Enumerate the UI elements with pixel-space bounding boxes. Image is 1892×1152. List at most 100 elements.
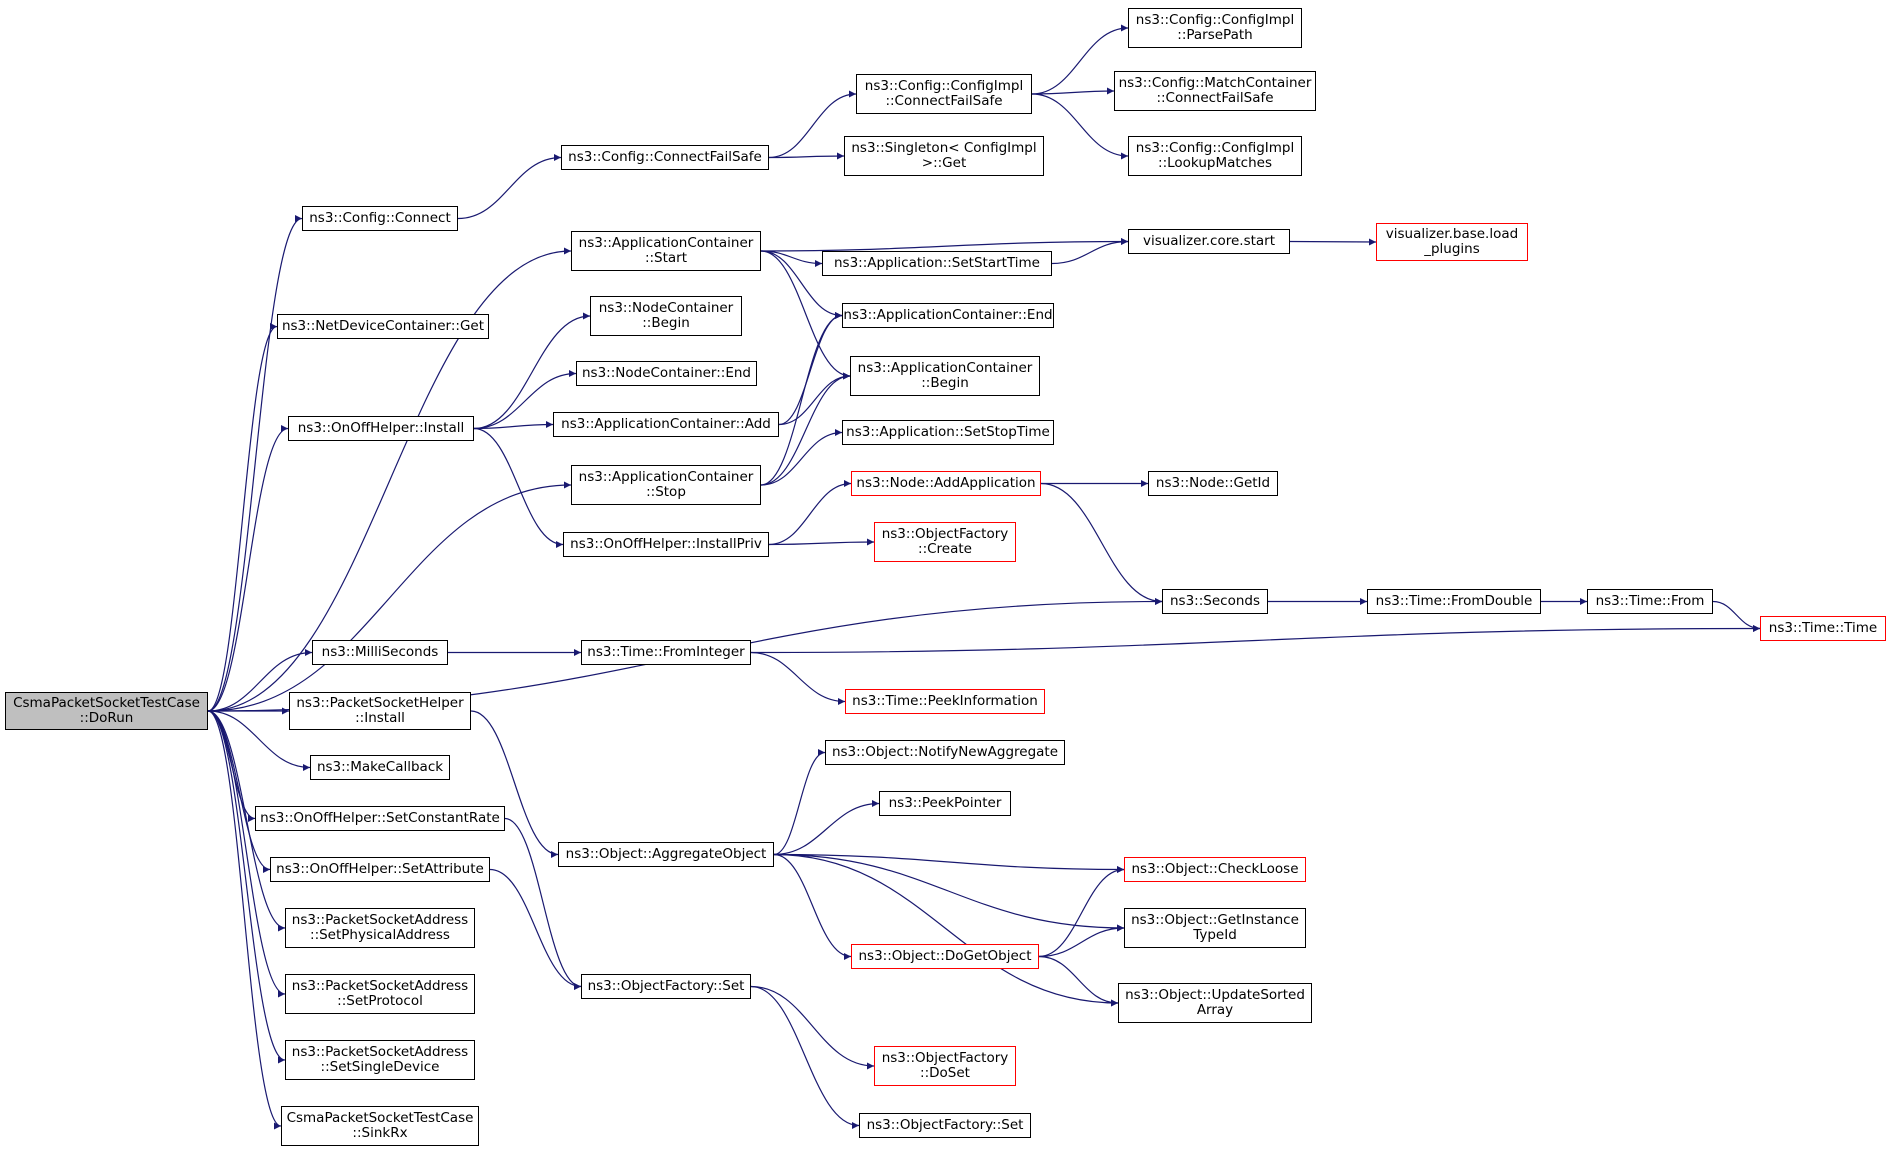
- edge-root-to-sinkrx: [207, 710, 282, 1130]
- edge-aggregate-to-checkloose: [773, 853, 1125, 873]
- node-millis[interactable]: ns3::MilliSeconds: [312, 640, 448, 665]
- node-label: ns3::ApplicationContainer: [578, 235, 754, 251]
- node-netdevice-get[interactable]: ns3::NetDeviceContainer::Get: [277, 314, 489, 339]
- node-label: _plugins: [1424, 241, 1480, 257]
- node-lookup[interactable]: ns3::Config::ConfigImpl::LookupMatches: [1128, 136, 1302, 176]
- node-label: ns3::MilliSeconds: [321, 644, 439, 660]
- node-setprotocol[interactable]: ns3::PacketSocketAddress::SetProtocol: [285, 974, 475, 1014]
- node-setconstantrate[interactable]: ns3::OnOffHelper::SetConstantRate: [255, 806, 505, 831]
- node-addapplication[interactable]: ns3::Node::AddApplication: [851, 471, 1041, 496]
- node-cfgimpl-cfs[interactable]: ns3::Config::ConfigImpl::ConnectFailSafe: [856, 74, 1032, 114]
- node-label: ns3::MakeCallback: [316, 759, 444, 775]
- node-label: ns3::PacketSocketHelper: [296, 695, 464, 711]
- node-label: ns3::Object::UpdateSorted: [1125, 987, 1305, 1003]
- edge-app-start-to-viz-start: [760, 238, 1129, 252]
- node-app-start[interactable]: ns3::ApplicationContainer::Start: [571, 231, 761, 271]
- node-label: ns3::Singleton< ConfigImpl: [851, 140, 1037, 156]
- node-nc-end[interactable]: ns3::NodeContainer::End: [576, 361, 757, 386]
- node-label: ns3::Object::NotifyNewAggregate: [831, 744, 1059, 760]
- edge-root-to-config-connect: [207, 215, 303, 712]
- edge-cfgimpl-cfs-to-parsepath: [1031, 24, 1129, 95]
- node-label: ns3::Config::ConfigImpl: [1135, 12, 1295, 28]
- node-dogetobject[interactable]: ns3::Object::DoGetObject: [851, 944, 1039, 969]
- node-aggregate[interactable]: ns3::Object::AggregateObject: [558, 842, 774, 867]
- node-label: ns3::Object::GetInstance: [1131, 912, 1299, 928]
- node-label: TypeId: [1193, 927, 1237, 943]
- node-app-end[interactable]: ns3::ApplicationContainer::End: [842, 303, 1054, 328]
- node-app-add[interactable]: ns3::ApplicationContainer::Add: [553, 412, 779, 437]
- node-viz-start[interactable]: visualizer.core.start: [1128, 229, 1290, 254]
- node-fromdouble[interactable]: ns3::Time::FromDouble: [1367, 589, 1541, 614]
- node-onoff-install[interactable]: ns3::OnOffHelper::Install: [288, 416, 474, 441]
- node-time-from[interactable]: ns3::Time::From: [1587, 589, 1713, 614]
- node-label: ns3::Node::AddApplication: [856, 475, 1036, 491]
- node-singleton-get[interactable]: ns3::Singleton< ConfigImpl >::Get: [844, 136, 1044, 176]
- node-label: ns3::PeekPointer: [888, 795, 1002, 811]
- node-connectfailsafe[interactable]: ns3::Config::ConnectFailSafe: [561, 145, 769, 170]
- node-label: ::DoRun: [79, 710, 134, 726]
- node-setattribute[interactable]: ns3::OnOffHelper::SetAttribute: [270, 857, 490, 882]
- node-label: Array: [1196, 1002, 1234, 1018]
- edge-app-add-to-app-end: [778, 312, 843, 426]
- node-installpriv[interactable]: ns3::OnOffHelper::InstallPriv: [563, 532, 769, 557]
- node-notifynew[interactable]: ns3::Object::NotifyNewAggregate: [825, 740, 1065, 765]
- edge-connectfailsafe-to-singleton-get: [768, 152, 845, 160]
- node-getid[interactable]: ns3::Node::GetId: [1148, 471, 1278, 496]
- edge-root-to-setsingle: [207, 710, 286, 1064]
- node-label: ::SinkRx: [352, 1125, 408, 1141]
- edge-onoff-install-to-app-add: [473, 421, 554, 430]
- edge-aggregate-to-peekpointer: [773, 800, 880, 856]
- node-label: ns3::PacketSocketAddress: [291, 978, 469, 994]
- node-of-create[interactable]: ns3::ObjectFactory::Create: [874, 522, 1016, 562]
- node-root[interactable]: CsmaPacketSocketTestCase::DoRun: [5, 692, 208, 730]
- edge-cfgimpl-cfs-to-mc-cfs: [1031, 87, 1115, 95]
- node-seconds[interactable]: ns3::Seconds: [1162, 589, 1268, 614]
- edge-connectfailsafe-to-cfgimpl-cfs: [768, 90, 857, 159]
- node-label: ns3::Time::Time: [1768, 620, 1878, 636]
- node-setstoptime[interactable]: ns3::Application::SetStopTime: [842, 420, 1054, 445]
- node-label: ns3::OnOffHelper::SetAttribute: [276, 861, 484, 877]
- node-label: ns3::Application::SetStopTime: [846, 424, 1050, 440]
- edge-app-stop-to-app-begin: [760, 372, 851, 486]
- edge-setconstantrate-to-of-set: [504, 817, 582, 990]
- node-sinkrx[interactable]: CsmaPacketSocketTestCase::SinkRx: [281, 1106, 479, 1146]
- node-setphysical[interactable]: ns3::PacketSocketAddress::SetPhysicalAdd…: [285, 908, 475, 948]
- node-parsepath[interactable]: ns3::Config::ConfigImpl::ParsePath: [1128, 8, 1302, 48]
- node-setstarttime[interactable]: ns3::Application::SetStartTime: [822, 251, 1052, 276]
- node-nc-begin[interactable]: ns3::NodeContainer::Begin: [590, 296, 742, 336]
- node-label: CsmaPacketSocketTestCase: [286, 1110, 474, 1126]
- node-label: ns3::NodeContainer::End: [582, 365, 751, 381]
- node-label: ns3::Object::DoGetObject: [858, 948, 1032, 964]
- edge-viz-start-to-viz-load: [1289, 238, 1377, 246]
- node-of-doset[interactable]: ns3::ObjectFactory::DoSet: [874, 1046, 1016, 1086]
- node-psh-install[interactable]: ns3::PacketSocketHelper::Install: [289, 692, 471, 730]
- node-label: ns3::ApplicationContainer::End: [843, 307, 1053, 323]
- node-setsingle[interactable]: ns3::PacketSocketAddress::SetSingleDevic…: [285, 1040, 475, 1080]
- edge-root-to-setprotocol: [207, 710, 286, 998]
- node-of-set[interactable]: ns3::ObjectFactory::Set: [581, 974, 751, 999]
- node-app-begin[interactable]: ns3::ApplicationContainer::Begin: [850, 356, 1040, 396]
- node-peekinfo[interactable]: ns3::Time::PeekInformation: [845, 689, 1045, 714]
- node-of-set2[interactable]: ns3::ObjectFactory::Set: [859, 1113, 1031, 1138]
- node-label: CsmaPacketSocketTestCase: [13, 695, 200, 711]
- node-mc-cfs[interactable]: ns3::Config::MatchContainer::ConnectFail…: [1114, 71, 1316, 111]
- edge-dogetobject-to-updatesorted: [1038, 955, 1119, 1007]
- node-checkloose[interactable]: ns3::Object::CheckLoose: [1124, 857, 1306, 882]
- edge-aggregate-to-updatesorted: [773, 853, 1119, 1007]
- node-label: ns3::Config::Connect: [309, 210, 451, 226]
- node-fromint[interactable]: ns3::Time::FromInteger: [581, 640, 751, 665]
- node-label: ::SetSingleDevice: [320, 1059, 440, 1075]
- node-time-time[interactable]: ns3::Time::Time: [1760, 616, 1886, 641]
- node-label: ns3::Config::MatchContainer: [1118, 75, 1312, 91]
- node-makecallback[interactable]: ns3::MakeCallback: [310, 755, 450, 780]
- node-config-connect[interactable]: ns3::Config::Connect: [302, 206, 458, 231]
- node-viz-load[interactable]: visualizer.base.load_plugins: [1376, 223, 1528, 261]
- node-label: ::SetPhysicalAddress: [310, 927, 450, 943]
- node-label: ::Begin: [921, 375, 969, 391]
- node-app-stop[interactable]: ns3::ApplicationContainer::Stop: [571, 465, 761, 505]
- edge-root-to-setattribute: [207, 710, 271, 873]
- node-peekpointer[interactable]: ns3::PeekPointer: [879, 791, 1011, 816]
- edge-onoff-install-to-nc-end: [473, 370, 577, 430]
